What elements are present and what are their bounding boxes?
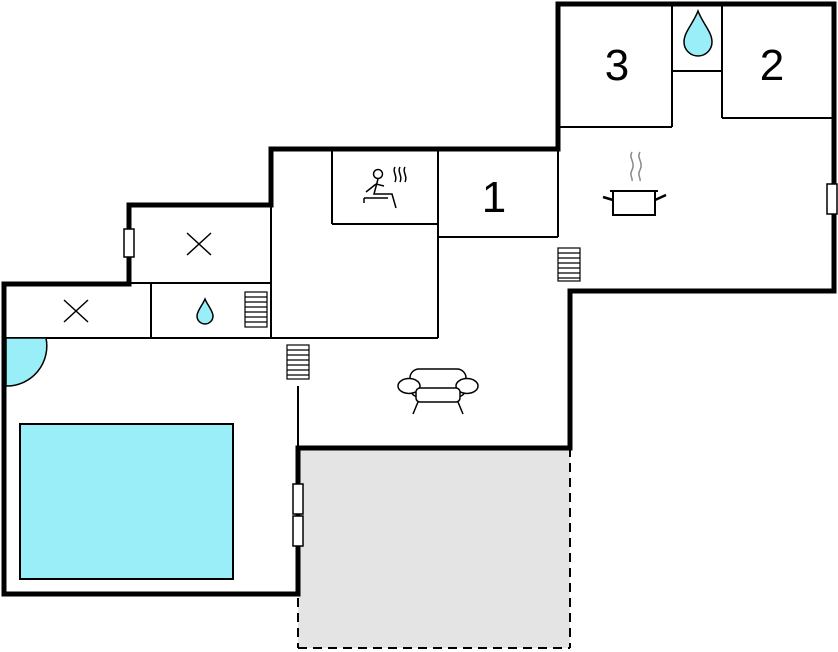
window-icon: [826, 183, 838, 215]
window-icon: [292, 515, 304, 547]
sofa-icon: [397, 368, 479, 415]
cross-icon: [186, 232, 212, 256]
cross-icon: [63, 299, 89, 323]
stairs-icon: [244, 291, 268, 328]
water-drop-icon: [196, 297, 214, 325]
interior-walls: [4, 4, 834, 448]
window-icon: [292, 483, 304, 515]
stairs-icon: [286, 344, 310, 380]
swimming-pool: [19, 423, 234, 580]
window-icon: [123, 228, 135, 258]
door-swing: [5, 337, 48, 387]
water-drop-icon: [683, 8, 713, 57]
sauna-icon: [363, 166, 407, 209]
bedroom-2-label: 2: [760, 41, 784, 90]
cooking-pot-icon: [602, 151, 667, 216]
bedroom-3-label: 3: [605, 41, 629, 90]
stairs-icon: [557, 247, 581, 282]
terrace: [297, 448, 571, 649]
bedroom-1-label: 1: [482, 173, 506, 222]
